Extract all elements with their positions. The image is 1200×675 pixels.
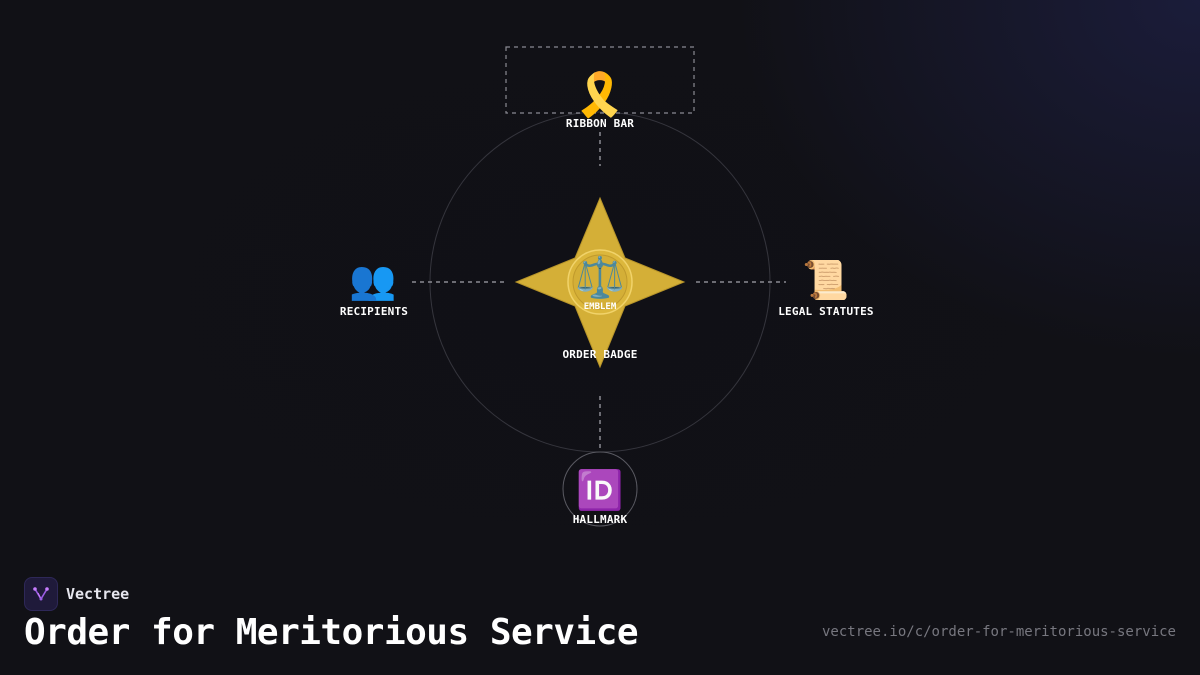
recipients-label: RECIPIENTS bbox=[339, 305, 409, 318]
ribbon-icon: 🎗️ bbox=[573, 70, 627, 119]
people-icon: 👥 bbox=[349, 258, 397, 302]
page-title: Order for Meritorious Service bbox=[24, 612, 639, 653]
hallmark-ring bbox=[562, 451, 638, 527]
scales-icon: ⚖️ bbox=[575, 255, 625, 301]
emblem-medallion-inner bbox=[572, 254, 628, 310]
emblem-label: EMBLEM bbox=[583, 302, 617, 312]
brand-name: Vectree bbox=[66, 585, 130, 603]
legal-statutes-label: LEGAL STATUTES bbox=[778, 305, 874, 318]
order-badge-label: ORDER BADGE bbox=[562, 348, 638, 361]
ribbon-bar-box bbox=[505, 46, 695, 114]
page-url[interactable]: vectree.io/c/order-for-meritorious-servi… bbox=[821, 624, 1176, 640]
brand: Vectree bbox=[24, 577, 129, 611]
hallmark-label: HALLMARK bbox=[572, 513, 628, 526]
scroll-icon: 📜 bbox=[802, 258, 850, 302]
id-icon: 🆔 bbox=[576, 468, 624, 512]
vectree-logo-icon bbox=[24, 577, 58, 611]
ribbon-bar-label: RIBBON BAR bbox=[565, 117, 635, 130]
